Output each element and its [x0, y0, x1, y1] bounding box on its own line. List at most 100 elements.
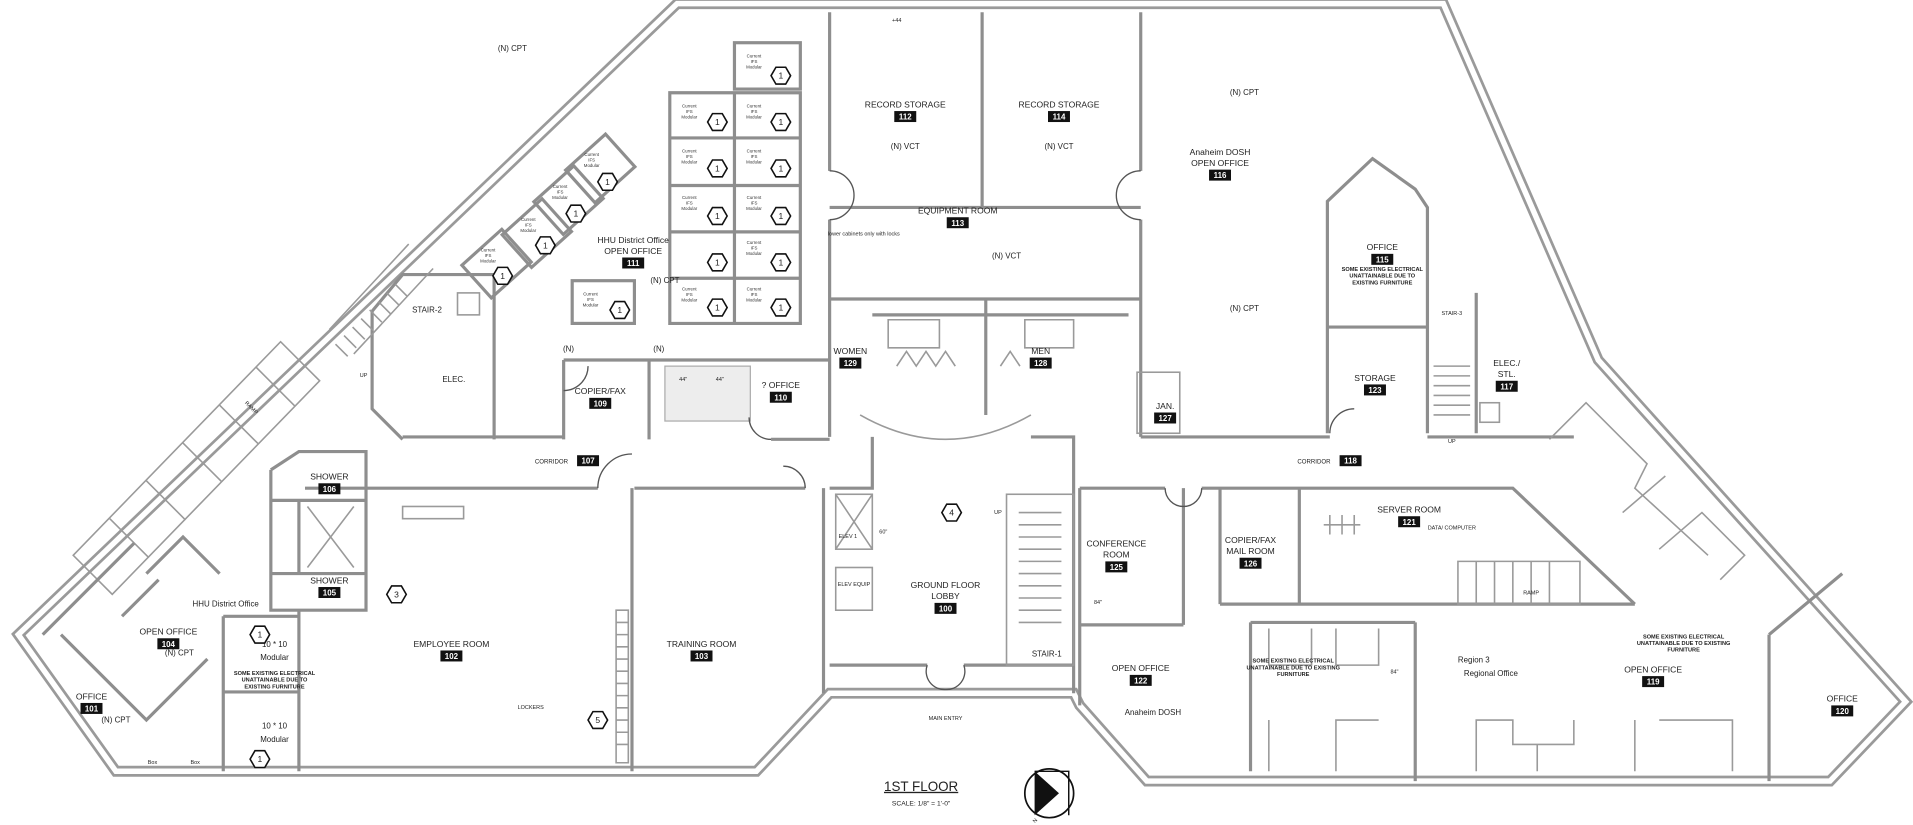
room-number: 105 — [323, 589, 337, 598]
room-number: 125 — [1110, 563, 1124, 572]
ramp-exterior — [72, 340, 321, 596]
cubicle-label-line: Modular — [746, 64, 762, 69]
room-name: CORRIDOR — [1297, 459, 1331, 466]
room-number: 119 — [1647, 678, 1660, 687]
note-line: UNATTAINABLE DUE TO — [242, 678, 308, 684]
room-number-badge — [1209, 169, 1232, 181]
room-label: SHOWER 105 — [310, 575, 349, 599]
cubicle-label-line: Modular — [746, 251, 762, 256]
cubicle-label-line: Modular — [681, 297, 697, 302]
room-name: EMPLOYEE ROOM — [413, 639, 489, 649]
hexagon-icon — [534, 236, 557, 255]
annotation-label: 60" — [879, 529, 887, 535]
room-name: GROUND FLOOR — [911, 580, 981, 590]
scale-label: SCALE: 1/8" = 1'-0" — [892, 800, 951, 807]
room-name: WOMEN — [834, 346, 868, 356]
hexagon-icon — [770, 112, 792, 132]
room-name: ROOM — [1103, 550, 1130, 560]
room-number-badge — [1048, 111, 1070, 123]
room-number: 107 — [581, 457, 595, 466]
cubicle-label-line: Current — [682, 149, 697, 154]
hexagon-icon — [770, 206, 792, 226]
cubicle-label-line: Current — [553, 184, 568, 189]
hexagon-icon — [770, 298, 792, 317]
annotation-label: 44" — [716, 377, 724, 383]
keynote-hex-tag: 1 — [249, 625, 271, 644]
room-number-badge — [1642, 676, 1665, 688]
annotation-label: MAIN ENTRY — [929, 716, 963, 722]
hexagon-icon — [609, 300, 631, 320]
cubicle-label-line: Current — [747, 103, 762, 108]
room-number: 113 — [951, 219, 964, 228]
room-number-badge — [1129, 674, 1152, 686]
room-label: CORRIDOR 107 — [535, 455, 600, 467]
annotation-label: STAIR-1 — [1032, 650, 1062, 659]
room-name: Anaheim DOSH — [1190, 147, 1251, 157]
annotation-label: (N) VCT — [992, 252, 1021, 261]
room-name: SHOWER — [310, 575, 348, 585]
cubicle-label-line: Current — [682, 103, 697, 108]
tag-number: 1 — [257, 754, 262, 764]
hexagon-icon — [385, 585, 408, 604]
north-label: N — [1032, 818, 1039, 825]
room-number: 128 — [1034, 359, 1048, 368]
keynote-hex-tag: 1 — [491, 266, 514, 286]
hexagon-icon — [706, 253, 729, 272]
tag-number: 1 — [778, 211, 783, 221]
room-number-badge — [690, 650, 713, 662]
annotation-label: Box — [148, 760, 158, 766]
room-number: 116 — [1214, 171, 1227, 180]
annotation-label: (N) CPT — [650, 276, 679, 285]
annotation-label: 10 * 10 — [262, 640, 288, 649]
room-name: SERVER ROOM — [1377, 505, 1441, 515]
hexagon-icon — [770, 66, 792, 85]
room-number: 122 — [1134, 676, 1148, 685]
room-number: 123 — [1368, 386, 1382, 395]
room-name: COPIER/FAX — [575, 386, 627, 396]
room-name: OFFICE — [1367, 242, 1399, 252]
annotation-label: UP — [360, 373, 368, 379]
annotation-label: Box — [190, 760, 200, 766]
tag-number: 1 — [778, 303, 783, 313]
hexagon-icon — [770, 159, 792, 178]
tag-number: 1 — [715, 117, 720, 127]
tag-number: 1 — [778, 71, 783, 81]
room-number-badge — [589, 397, 612, 409]
cubicle-label-line: Current — [584, 152, 599, 157]
room-name: OPEN OFFICE — [139, 627, 197, 637]
cubicle-label-line: Modular — [584, 163, 600, 168]
room-number-badge — [1398, 516, 1421, 528]
room-name: CORRIDOR — [535, 459, 569, 466]
keynote-hex-tag: 3 — [385, 585, 408, 604]
annotation-label: 44" — [679, 377, 687, 383]
cubicle-label-line: Current — [747, 195, 762, 200]
annotation-label: (N) VCT — [891, 142, 920, 151]
room-number-badge — [577, 455, 600, 467]
keynote-hex-tag: 1 — [706, 112, 729, 132]
hexagon-icon — [491, 266, 514, 286]
keynote-hex-tag: 1 — [770, 66, 792, 85]
tag-number: 1 — [543, 240, 548, 250]
room-name: STL. — [1498, 369, 1516, 379]
keynote-hex-tag: 1 — [706, 206, 729, 226]
cubicle-label-line: IFS — [485, 253, 492, 258]
room-number: 126 — [1244, 559, 1258, 568]
tag-number: 1 — [715, 303, 720, 313]
room-label: JAN.127 — [1154, 401, 1177, 424]
room-number: 117 — [1500, 382, 1513, 391]
hexagon-icon — [596, 172, 619, 192]
room-name: JAN. — [1156, 401, 1174, 411]
room-number: 101 — [85, 705, 99, 714]
room-name: OPEN OFFICE — [1191, 158, 1249, 168]
note-line: UNATTAINABLE DUE TO EXISTING — [1637, 641, 1731, 647]
tag-number: 1 — [605, 177, 610, 187]
